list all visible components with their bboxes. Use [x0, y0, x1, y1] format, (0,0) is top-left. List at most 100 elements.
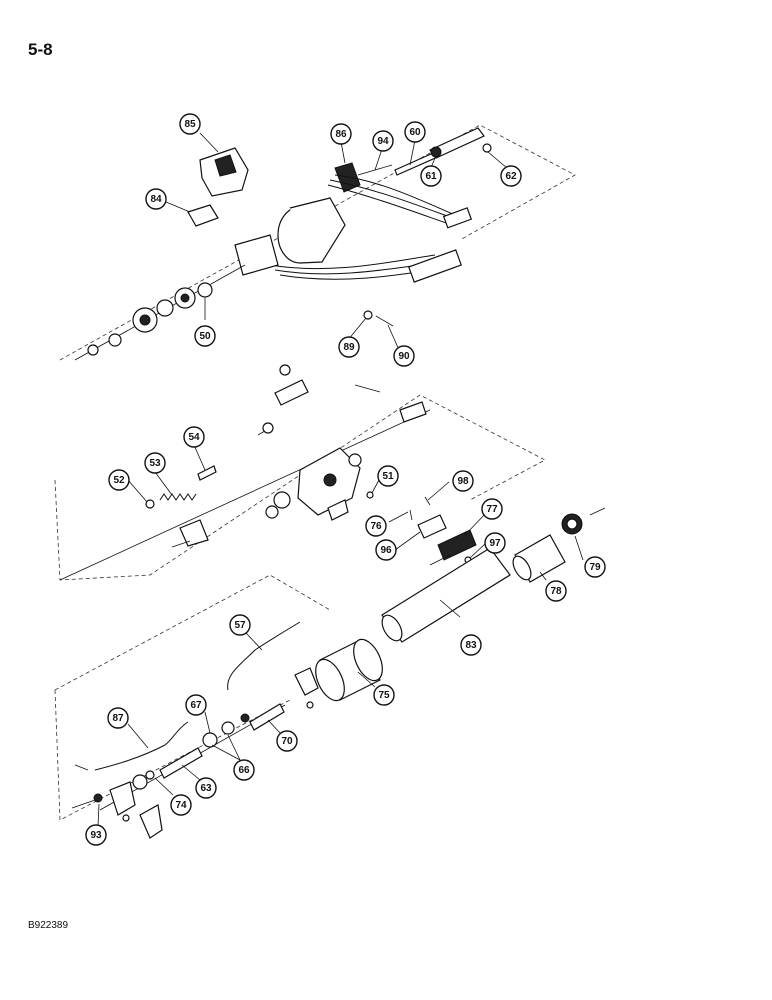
callout-66: 66 [233, 759, 255, 781]
callout-53: 53 [144, 452, 166, 474]
figure-code: B922389 [28, 920, 69, 931]
page-number: 5-8 [28, 40, 53, 59]
callout-label: 75 [378, 690, 390, 701]
callout-label: 52 [113, 475, 125, 486]
callout-label: 86 [335, 129, 347, 140]
callout-circle [183, 426, 205, 448]
ignition-switch-group [409, 496, 477, 566]
callout-57: 57 [229, 614, 251, 636]
ignition-switch [437, 529, 477, 561]
callout-label: 97 [489, 538, 501, 549]
callout-label: 94 [377, 136, 389, 147]
callout-circle [481, 498, 503, 520]
callout-label: 77 [486, 504, 498, 515]
callout-circle [229, 614, 251, 636]
callout-label: 74 [175, 800, 187, 811]
leader-lines [97, 132, 584, 827]
callout-label: 98 [457, 476, 469, 487]
callout-circle [377, 465, 399, 487]
callout-circle [145, 188, 167, 210]
callout-84: 84 [145, 188, 167, 210]
callout-circle [195, 777, 217, 799]
bearing-part [197, 282, 213, 298]
callout-circle [372, 130, 394, 152]
connector-lower [408, 249, 462, 283]
callout-label: 70 [281, 736, 293, 747]
callout-85: 85 [179, 113, 201, 135]
callout-label: 53 [149, 458, 161, 469]
callout-circle [85, 824, 107, 846]
callout-circle [452, 470, 474, 492]
callout-62: 62 [500, 165, 522, 187]
callout-circle [420, 165, 442, 187]
callout-circle [545, 580, 567, 602]
callout-70: 70 [276, 730, 298, 752]
callout-label: 51 [382, 471, 394, 482]
connector-upper [442, 207, 473, 229]
callout-label: 79 [589, 562, 601, 573]
tilt-mechanism-group [71, 621, 383, 839]
callout-51: 51 [377, 465, 399, 487]
callout-75: 75 [373, 684, 395, 706]
spring-part [159, 493, 197, 501]
callout-circle [107, 707, 129, 729]
bracket-part [187, 204, 219, 227]
shaft-part-63 [159, 747, 203, 779]
tilt-lever [109, 781, 136, 816]
callout-label: 93 [90, 830, 102, 841]
callout-circle [338, 336, 360, 358]
callout-label: 66 [238, 765, 250, 776]
callout-60: 60 [404, 121, 426, 143]
shaft-part-70 [249, 703, 285, 731]
callout-label: 63 [200, 783, 212, 794]
callout-52: 52 [108, 469, 130, 491]
callout-90: 90 [393, 345, 415, 367]
callout-circle [375, 539, 397, 561]
callout-circle [584, 556, 606, 578]
callout-circle [373, 684, 395, 706]
callout-label: 54 [188, 432, 200, 443]
callout-label: 67 [190, 700, 202, 711]
callout-87: 87 [107, 707, 129, 729]
lock-housing-group [59, 364, 431, 581]
callout-circle [365, 515, 387, 537]
callout-77: 77 [481, 498, 503, 520]
callout-50: 50 [194, 325, 216, 347]
callout-label: 83 [465, 640, 477, 651]
switch-actuator [417, 514, 447, 539]
callout-circle [170, 794, 192, 816]
callout-89: 89 [338, 336, 360, 358]
callout-circle [500, 165, 522, 187]
column-jacket-group [381, 507, 606, 643]
callout-label: 60 [409, 127, 421, 138]
callout-label: 89 [343, 342, 355, 353]
callout-86: 86 [330, 123, 352, 145]
callout-circle [194, 325, 216, 347]
callout-78: 78 [545, 580, 567, 602]
callout-label: 85 [184, 119, 196, 130]
callout-circle [276, 730, 298, 752]
callout-74: 74 [170, 794, 192, 816]
turn-signal-switch-group [74, 127, 492, 361]
callout-67: 67 [185, 694, 207, 716]
callout-97: 97 [484, 532, 506, 554]
callout-label: 57 [234, 620, 246, 631]
callout-label: 61 [425, 171, 437, 182]
callout-label: 78 [550, 586, 562, 597]
callout-label: 90 [398, 351, 410, 362]
callout-circle [233, 759, 255, 781]
callout-circle [393, 345, 415, 367]
callout-label: 50 [199, 331, 211, 342]
callout-label: 96 [380, 545, 392, 556]
callout-label: 84 [150, 194, 162, 205]
callout-61: 61 [420, 165, 442, 187]
callout-98: 98 [452, 470, 474, 492]
callout-circle [330, 123, 352, 145]
callout-79: 79 [584, 556, 606, 578]
callout-circle [144, 452, 166, 474]
tilt-rod [94, 721, 189, 771]
callout-93: 93 [85, 824, 107, 846]
callout-circle [185, 694, 207, 716]
callout-circle [460, 634, 482, 656]
